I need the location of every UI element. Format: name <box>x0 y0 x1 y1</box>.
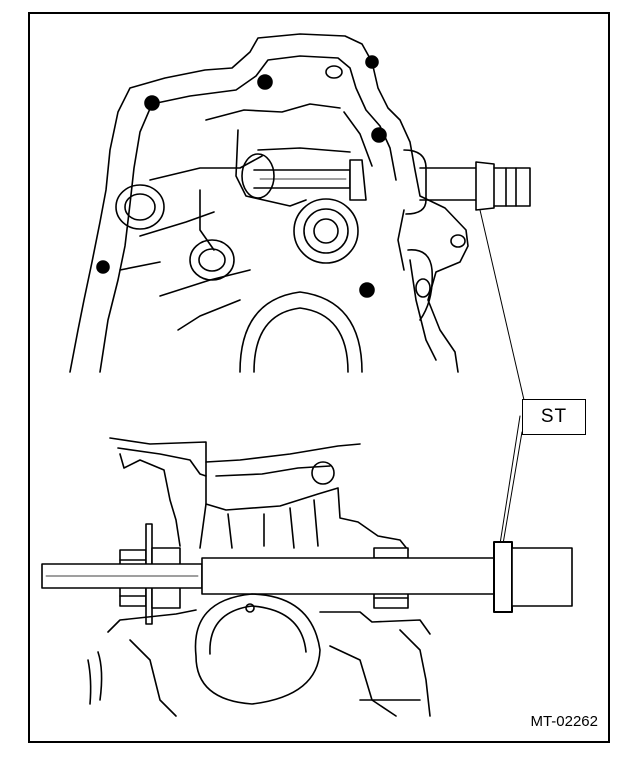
figure-id: MT-02262 <box>530 713 598 730</box>
upper-case-view <box>69 33 531 373</box>
figure-frame <box>28 12 610 743</box>
lower-section-view <box>41 209 573 717</box>
special-tool-callout: ST <box>522 399 586 435</box>
special-tool-label: ST <box>540 406 568 427</box>
